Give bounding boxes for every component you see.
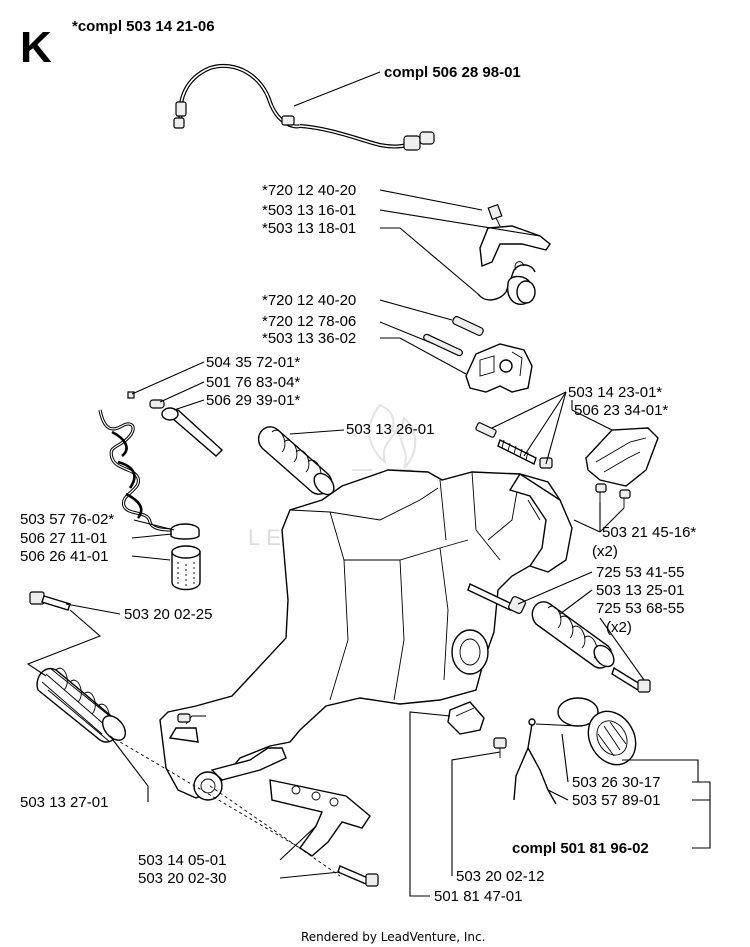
oil-cap-drawing [513,697,637,805]
label-part: 725 53 68-55 [596,600,684,617]
label-part: 503 20 02-25 [124,606,212,623]
label-part: *503 13 16-01 [262,202,356,219]
label-part: 503 21 45-16* [602,524,696,541]
label-part: *720 12 78-06 [262,313,356,330]
label-part: 503 14 05-01 [138,852,226,869]
vibration-spring-upper-drawing [257,426,335,496]
oil-pump-drawing [447,701,507,758]
label-throttle-cable: compl 506 28 98-01 [384,64,521,81]
section-letter: K [20,23,52,72]
leader-lines [26,71,711,897]
label-part: 504 35 72-01* [206,354,300,371]
label-part: 503 57 89-01 [572,792,660,809]
label-part: *503 13 36-02 [262,330,356,347]
cover-plate-drawing [585,427,659,508]
footer-credit: Rendered by LeadVenture, Inc. [301,930,485,944]
throttle-lockout-drawing [477,203,551,305]
oil-pump-parts-drawing [127,391,224,457]
label-part: *720 12 40-20 [262,292,356,309]
bracket-drawing [269,779,379,887]
label-part: 503 57 76-02* [20,511,114,528]
label-part: 503 14 23-01* [568,384,662,401]
label-part: 501 81 47-01 [434,888,522,905]
center-bolt-drawing [467,583,526,614]
crankcase-housing-drawing [159,469,561,801]
vibration-spring-right-drawing [531,601,651,693]
label-part: 725 53 41-55 [596,564,684,581]
throttle-cable-drawing [173,63,435,151]
vibration-spring-left-drawing [36,667,127,743]
label-part: 503 13 26-01 [346,421,434,438]
label-part: 506 27 11-01 [20,530,107,547]
label-part: 506 29 39-01* [206,392,300,409]
label-part: *720 12 40-20 [262,182,356,199]
label-part: 503 26 30-17 [572,774,660,791]
spring-pin-drawing [475,422,553,469]
fuel-filter-drawing [170,523,201,591]
bolt-upper-left-drawing [29,591,71,611]
label-part: 503 20 02-30 [138,870,226,887]
fuel-hose-coil-drawing [98,409,177,532]
label-quantity: (x2) [606,619,632,636]
label-part: 503 20 02-12 [456,868,544,885]
assembly-header: *compl 503 14 21-06 [72,18,215,35]
label-oil-cap-assembly: compl 501 81 96-02 [512,840,649,857]
label-part: 503 13 27-01 [20,794,108,811]
rear-handle-drawing [508,473,573,573]
label-part: 503 13 25-01 [596,582,684,599]
label-part: *503 13 18-01 [262,220,356,237]
label-part: 501 76 83-04* [206,374,300,391]
label-quantity: (x2) [592,543,618,560]
throttle-trigger-drawing [423,315,533,393]
label-part: 506 23 34-01* [574,402,668,419]
label-part: 506 26 41-01 [20,548,108,565]
